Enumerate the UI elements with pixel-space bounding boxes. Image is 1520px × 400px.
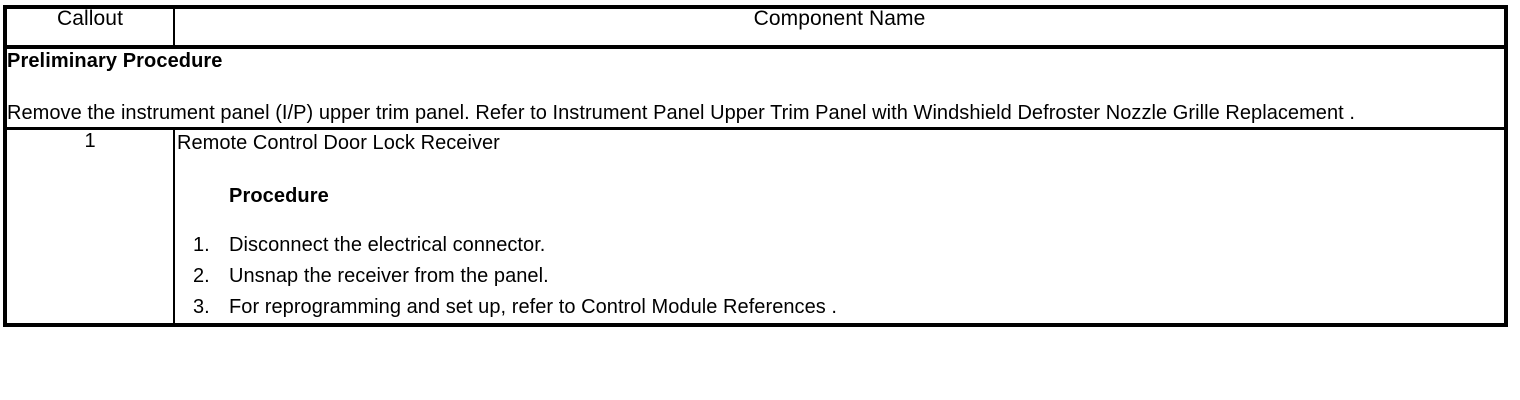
step-marker: 2. <box>193 265 210 287</box>
procedure-heading: Procedure <box>229 185 329 207</box>
step-marker: 1. <box>193 234 210 256</box>
list-item: 1. Disconnect the electrical connector. <box>175 230 1504 261</box>
component-callout-table: Callout Component Name Preliminary Proce… <box>3 5 1508 327</box>
spacer <box>175 208 1504 230</box>
component-detail-cell: Remote Control Door Lock Receiver Proced… <box>174 129 1506 326</box>
spacer <box>7 73 1504 99</box>
procedure-step-list: 1. Disconnect the electrical connector. … <box>175 230 1504 323</box>
preliminary-procedure-text: Remove the instrument panel (I/P) upper … <box>7 102 1355 124</box>
step-text: Unsnap the receiver from the panel. <box>229 265 549 287</box>
step-text: For reprogramming and set up, refer to C… <box>229 296 838 318</box>
table-body: Preliminary Procedure Remove the instrum… <box>5 47 1506 325</box>
component-name-text: Remote Control Door Lock Receiver <box>177 132 500 154</box>
preliminary-procedure-row: Preliminary Procedure Remove the instrum… <box>5 47 1506 130</box>
header-row: Callout Component Name <box>5 7 1506 49</box>
step-text: Disconnect the electrical connector. <box>229 234 546 256</box>
spacer <box>175 156 1504 184</box>
header-cell-component-name: Component Name <box>174 7 1506 49</box>
list-item: 2. Unsnap the receiver from the panel. <box>175 261 1504 292</box>
callout-number-cell: 1 <box>5 128 175 325</box>
list-item: 3. For reprogramming and set up, refer t… <box>175 292 1504 323</box>
header-cell-callout: Callout <box>5 7 175 49</box>
table-header: Callout Component Name <box>5 7 1506 49</box>
table-row: 1 Remote Control Door Lock Receiver Proc… <box>5 128 1506 326</box>
preliminary-procedure-cell: Preliminary Procedure Remove the instrum… <box>5 47 1506 130</box>
preliminary-procedure-title: Preliminary Procedure <box>7 50 223 72</box>
step-marker: 3. <box>193 296 210 318</box>
